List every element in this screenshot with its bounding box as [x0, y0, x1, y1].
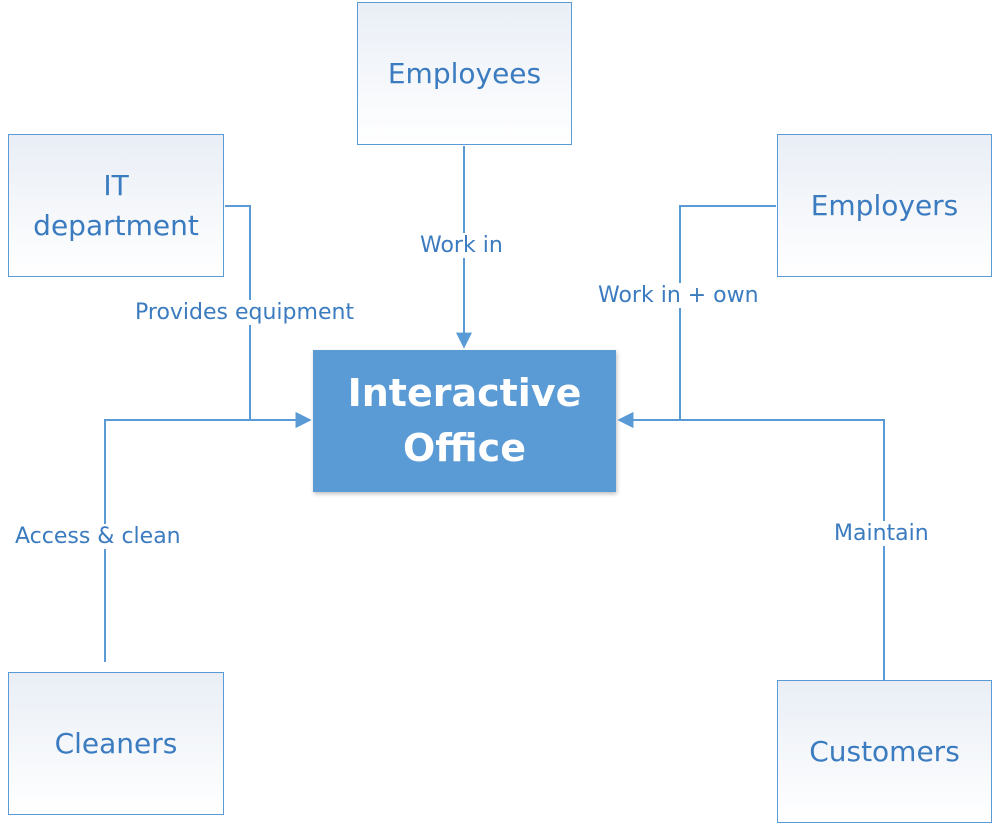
employees-node: Employees [357, 2, 572, 145]
interactive-office-node: Interactive Office [313, 350, 616, 492]
employers-connector [617, 205, 776, 428]
customers-node: Customers [777, 680, 992, 823]
cleaners-connector [104, 412, 312, 662]
center-label-line2: Office [403, 426, 526, 470]
cleaners-label: Cleaners [54, 726, 178, 760]
employees-label: Employees [387, 56, 542, 90]
customers-label: Customers [809, 734, 960, 768]
center-label-line1: Interactive [347, 370, 582, 415]
it-department-label-line1: IT [103, 169, 129, 203]
employers-node: Employers [777, 134, 992, 277]
customers-edge-label: Maintain [832, 521, 931, 546]
it-department-edge-label: Provides equipment [133, 300, 357, 325]
customers-connector [617, 412, 885, 680]
cleaners-node: Cleaners [8, 672, 224, 815]
employers-edge-label: Work in + own [596, 283, 761, 308]
it-department-node: IT department [8, 134, 224, 277]
employers-label: Employers [810, 188, 959, 222]
employees-edge-label: Work in [418, 233, 505, 258]
it-department-label-line2: department [33, 208, 199, 242]
cleaners-edge-label: Access & clean [13, 524, 183, 549]
